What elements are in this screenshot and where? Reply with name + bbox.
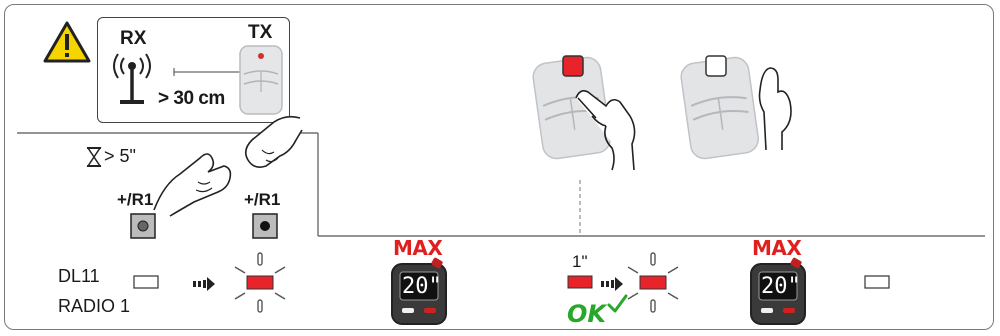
max-label-2: MAX [752, 236, 801, 260]
ok-label: OK [567, 300, 606, 328]
hourglass-icon [86, 146, 102, 168]
button-r1-left-label: +/R1 [117, 190, 153, 210]
dl11-label: DL11 [58, 266, 100, 287]
hand-press-icon [572, 82, 642, 172]
remote-tx-icon [238, 44, 284, 116]
led-off-icon [133, 275, 159, 291]
warning-icon [42, 20, 92, 64]
led-off-icon-2 [864, 275, 890, 291]
hand-point-icon [240, 110, 310, 190]
rx-label: RX [120, 28, 146, 50]
led-blink-icon-2 [618, 247, 688, 317]
tx-label: TX [248, 22, 272, 44]
antenna-icon [100, 50, 160, 110]
hand-pressing-button-icon [150, 140, 240, 220]
display-2-value: 20" [761, 274, 801, 299]
distance-bracket-icon [172, 67, 242, 77]
led-on-icon [567, 275, 593, 291]
hold-time-label: > 5" [104, 146, 136, 167]
led-blink-icon [225, 247, 295, 317]
radio1-label: RADIO 1 [58, 296, 130, 317]
button-r1-right-label: +/R1 [244, 190, 280, 210]
hand-release-icon [750, 62, 800, 152]
button-r1-right-icon[interactable] [252, 213, 278, 239]
one-second-label: 1" [572, 252, 588, 272]
button-r1-left-icon[interactable] [130, 213, 156, 239]
distance-label: > 30 cm [158, 88, 225, 110]
display-1-value: 20" [402, 274, 442, 299]
arrow-right-icon [193, 277, 217, 291]
max-label-1: MAX [393, 236, 442, 260]
